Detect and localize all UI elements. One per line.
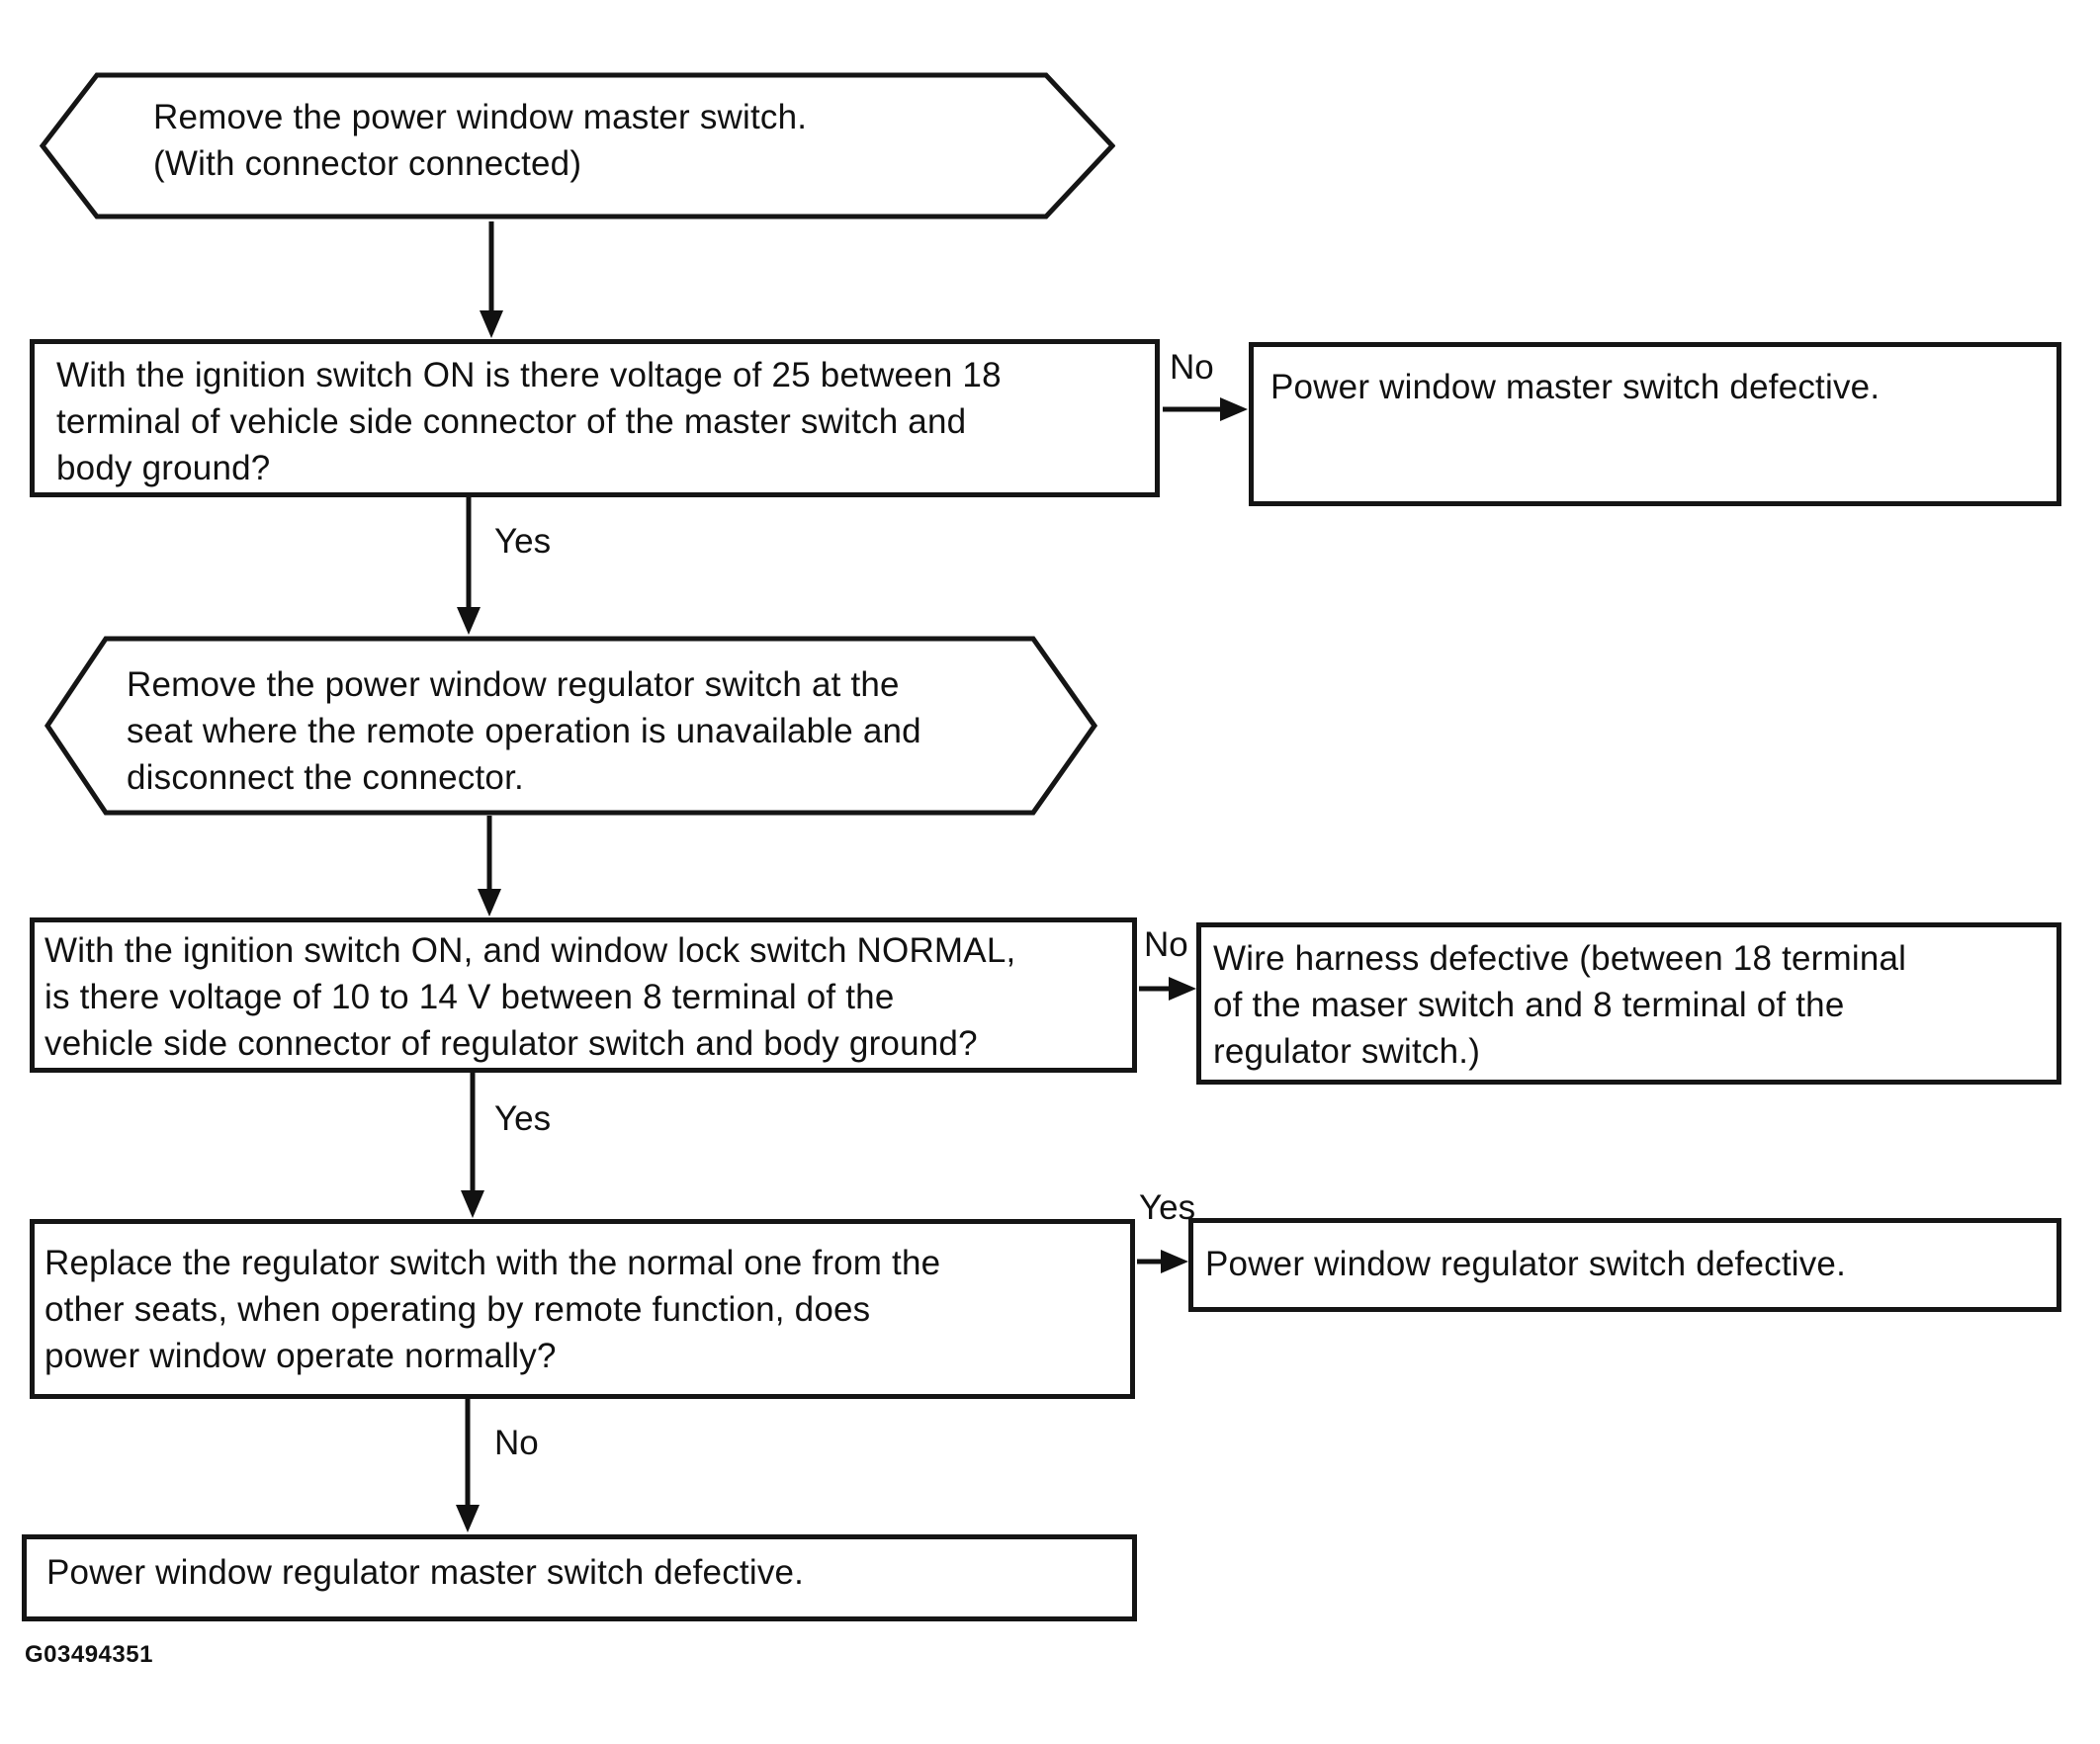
q1-text: With the ignition switch ON is there vol… [56,356,1002,487]
end-regulator-master-defective-box: Power window regulator master switch def… [22,1534,1137,1621]
arrow-q3-to-end [456,1399,480,1532]
arrow-q1-to-r1 [1163,397,1248,421]
start-hexagon: Remove the power window master switch. (… [40,72,1115,219]
q3-replace-regulator-switch-box: Replace the regulator switch with the no… [30,1219,1135,1399]
edge-label-no-2: No [1144,925,1188,964]
edge-label-yes-3: Yes [1139,1188,1196,1227]
edge-label-yes-2: Yes [494,1099,552,1138]
r3-text: Power window regulator switch defective. [1205,1245,1847,1283]
end-text: Power window regulator master switch def… [46,1553,805,1592]
edge-label-yes-1: Yes [494,522,552,561]
r2-wire-harness-defective-box: Wire harness defective (between 18 termi… [1196,922,2061,1085]
start-hexagon-text: Remove the power window master switch. (… [153,98,808,183]
arrow-hex2-to-q2 [478,816,501,916]
edge-label-no-3: No [494,1424,539,1462]
r2-text: Wire harness defective (between 18 termi… [1213,939,1907,1071]
arrow-q3-to-r3 [1137,1250,1188,1273]
arrow-q2-to-r2 [1139,977,1196,1001]
hex2-text: Remove the power window regulator switch… [127,665,921,797]
hexagon-outline [44,636,1097,816]
remove-regulator-switch-hexagon: Remove the power window regulator switch… [44,636,1097,816]
q1-voltage-master-switch-box: With the ignition switch ON is there vol… [30,339,1160,497]
r3-regulator-switch-defective-box: Power window regulator switch defective. [1188,1218,2061,1312]
edge-label-no-1: No [1170,348,1214,387]
q2-text: With the ignition switch ON, and window … [44,931,1016,1063]
q2-voltage-regulator-switch-box: With the ignition switch ON, and window … [30,917,1137,1073]
r1-master-switch-defective-box: Power window master switch defective. [1249,342,2061,506]
arrow-q1-to-hex2 [457,497,481,635]
arrow-start-to-q1 [480,221,503,338]
hexagon-outline [40,72,1115,219]
r1-text: Power window master switch defective. [1270,368,1881,406]
figure-id-caption: G03494351 [25,1641,153,1668]
q3-text: Replace the regulator switch with the no… [44,1244,941,1375]
arrow-q2-to-q3 [461,1073,484,1218]
